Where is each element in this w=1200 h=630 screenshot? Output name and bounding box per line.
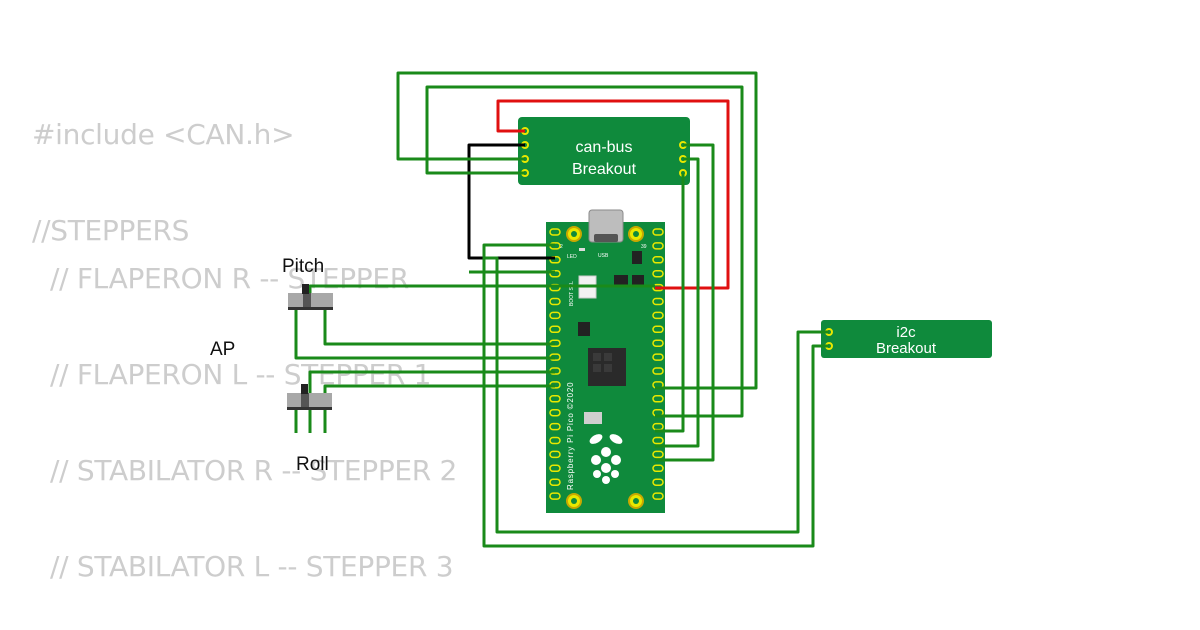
pico-left-pins — [549, 228, 561, 500]
pico-pin[interactable] — [652, 269, 664, 278]
switch-roll[interactable] — [287, 384, 332, 410]
pico-pin[interactable] — [549, 464, 561, 473]
pin40-label: 39 — [641, 244, 647, 250]
pico-pin[interactable] — [652, 339, 664, 347]
canbus-breakout[interactable]: can-bus Breakout — [518, 117, 690, 185]
wire-i2c-2 — [482, 258, 829, 548]
pico-pin[interactable] — [652, 311, 664, 320]
pico-pin[interactable] — [652, 492, 664, 500]
canbus-label-1: can-bus — [576, 139, 633, 156]
i2c-breakout[interactable]: i2c Breakout — [821, 320, 992, 358]
pico-pin[interactable] — [549, 297, 561, 306]
pico-pin[interactable] — [652, 228, 664, 236]
usb-connector — [588, 209, 624, 243]
wire-roll-2 — [323, 384, 555, 410]
wire-i2c-1 — [482, 243, 829, 534]
switch-pitch-label: Pitch — [282, 256, 324, 277]
code-line-flaperon-r: // FLAPERON R -- STEPPER — [50, 262, 409, 295]
pico-pin[interactable] — [652, 297, 664, 306]
pico-pin[interactable] — [652, 256, 664, 264]
led — [579, 248, 585, 251]
pico-pin[interactable] — [549, 422, 561, 431]
pico-pin[interactable] — [652, 450, 664, 459]
pico-pin[interactable] — [549, 436, 561, 445]
pico-board[interactable]: USB 2 39 LED BOOT SEL Raspberry Pi Pico … — [546, 209, 665, 513]
code-line-steppers: //STEPPERS — [32, 214, 190, 247]
pico-right-pins — [652, 228, 664, 500]
wire-ground — [467, 143, 555, 260]
pico-pin[interactable] — [549, 228, 561, 236]
switch-pitch[interactable] — [288, 284, 333, 310]
wire-can-3 — [655, 143, 715, 462]
wire-pitch-3 — [294, 310, 555, 360]
pico-pin[interactable] — [652, 353, 664, 361]
pico-pin[interactable] — [652, 436, 664, 445]
pico-pin[interactable] — [549, 408, 561, 417]
bootsel-label: BOOT SEL — [569, 281, 575, 306]
led-label: LED — [567, 254, 577, 260]
switch-ap-label: AP — [210, 339, 235, 360]
wire-power — [496, 99, 730, 290]
pico-pin[interactable] — [652, 464, 664, 473]
pico-pin[interactable] — [652, 242, 664, 250]
pico-pin[interactable] — [652, 367, 664, 375]
pico-pin[interactable] — [549, 325, 561, 334]
pin1-label: 2 — [560, 244, 563, 250]
code-line-stabilator-r: // STABILATOR R -- STEPPER 2 — [50, 454, 458, 487]
pico-pin[interactable] — [652, 395, 664, 403]
wire-can-2 — [425, 85, 744, 418]
wire-can-5 — [655, 173, 685, 433]
pico-pin[interactable] — [549, 478, 561, 486]
wire-can-4 — [655, 157, 700, 448]
raspberry-pi-logo-icon — [589, 434, 623, 484]
i2c-label-2: Breakout — [876, 340, 937, 357]
pico-silkscreen: Raspberry Pi Pico ©2020 — [566, 382, 575, 490]
i2c-label-1: i2c — [896, 324, 916, 341]
wire-pitch-2 — [323, 310, 555, 346]
usb-label: USB — [598, 253, 609, 259]
switch-roll-label: Roll — [296, 454, 329, 475]
code-line-include: #include <CAN.h> — [32, 118, 295, 151]
pico-pin[interactable] — [652, 325, 664, 334]
pico-pin[interactable] — [652, 478, 664, 486]
code-line-stabilator-l: // STABILATOR L -- STEPPER 3 — [50, 550, 454, 583]
pico-pin[interactable] — [549, 492, 561, 500]
wire-can-1 — [396, 71, 758, 390]
pico-pin[interactable] — [549, 395, 561, 403]
pico-pin[interactable] — [549, 450, 561, 459]
wire-roll-1 — [308, 370, 555, 410]
canbus-label-2: Breakout — [572, 161, 637, 178]
pico-pin[interactable] — [549, 311, 561, 320]
pico-pin[interactable] — [652, 422, 664, 431]
